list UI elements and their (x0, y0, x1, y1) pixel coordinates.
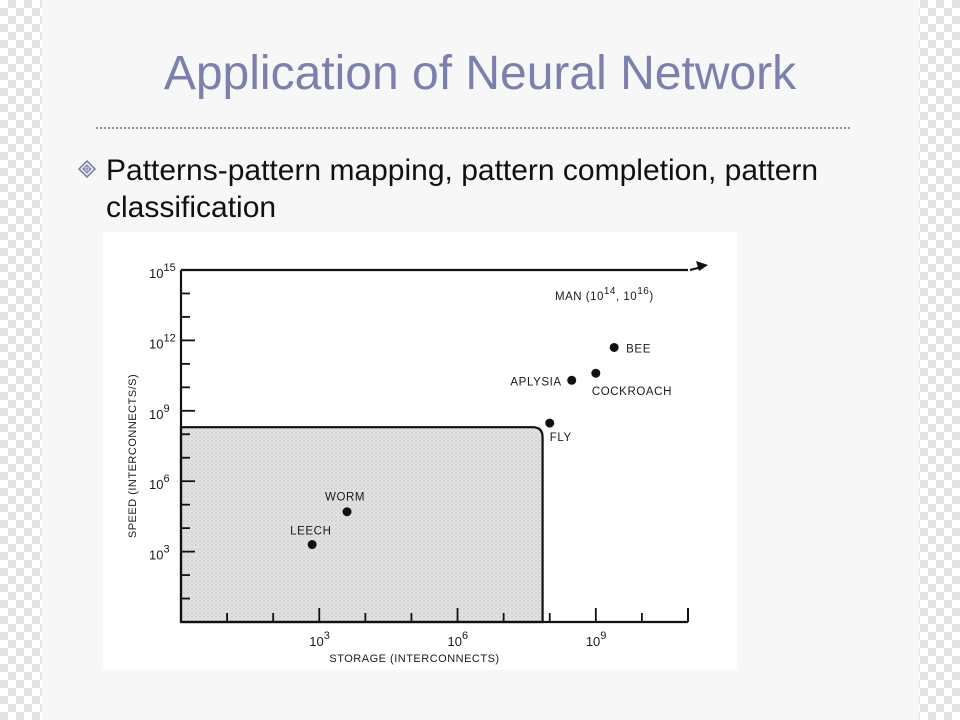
data-point-fly (545, 418, 555, 428)
arrow-head-icon (696, 261, 708, 271)
data-point-bee (609, 342, 619, 352)
x-tick-label: 106 (448, 630, 469, 649)
title-divider (96, 127, 850, 129)
diamond-bullet-icon (78, 160, 96, 178)
slide-title: Application of Neural Network (163, 47, 797, 100)
y-axis-title: SPEED (INTERCONNECTS/S) (127, 374, 139, 538)
data-label-worm: WORM (325, 492, 365, 504)
data-label-fly: FLY (550, 432, 572, 444)
y-tick-label: 1015 (149, 262, 176, 281)
data-label-bee: BEE (626, 343, 651, 355)
y-tick-label: 1012 (149, 332, 176, 351)
bullet-text: Patterns-pattern mapping, pattern comple… (106, 154, 819, 224)
x-axis-title: STORAGE (INTERCONNECTS) (329, 653, 499, 665)
data-point-aplysia (567, 375, 577, 385)
data-label-leech: LEECH (290, 526, 331, 538)
shaded-region (179, 426, 544, 624)
data-label-aplysia: APLYSIA (510, 376, 561, 388)
y-tick-label: 106 (149, 473, 170, 492)
y-tick-label: 103 (149, 544, 170, 563)
data-point-cockroach (591, 368, 601, 378)
man-annotation-label: MAN (1014, 1016) (555, 286, 654, 303)
data-point-leech (307, 540, 317, 550)
data-label-cockroach: COCKROACH (592, 386, 672, 398)
data-point-worm (342, 507, 352, 517)
y-tick-label: 109 (149, 403, 170, 422)
x-tick-label: 109 (586, 630, 607, 649)
x-tick-label: 103 (309, 630, 330, 649)
